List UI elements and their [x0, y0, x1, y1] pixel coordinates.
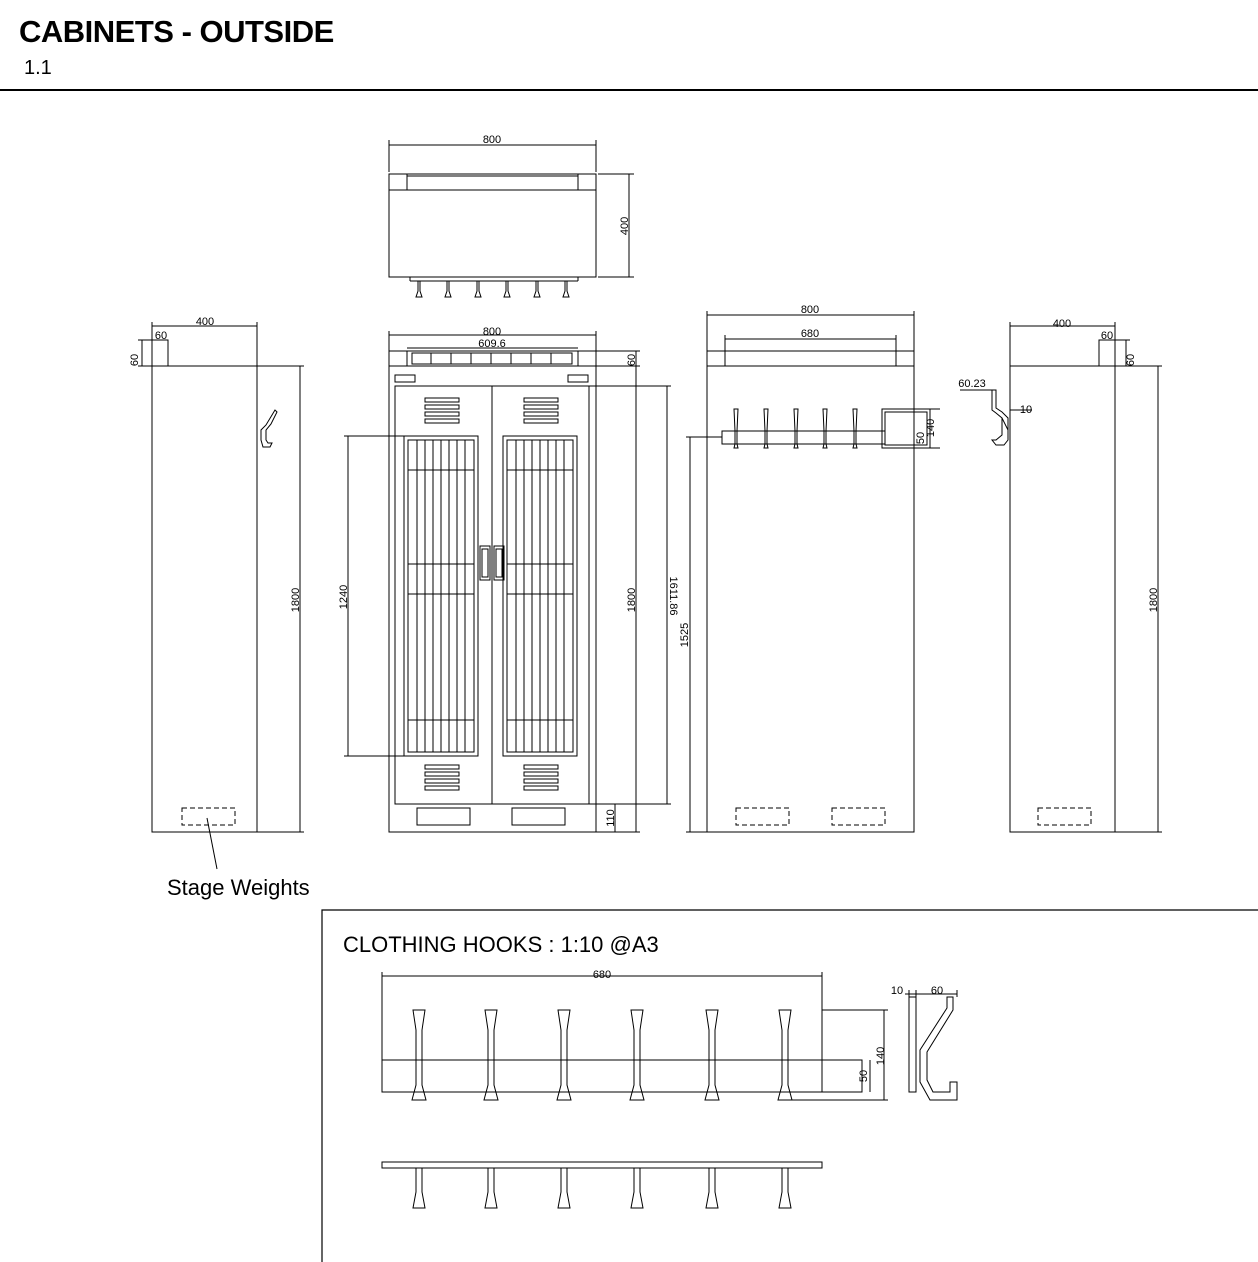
page-title: CABINETS - OUTSIDE — [19, 14, 334, 49]
top-view-hooks — [409, 277, 579, 298]
dim-top-width: 800 — [483, 134, 501, 146]
dim-detail-rail-length: 680 — [593, 969, 611, 981]
dim-top-depth: 400 — [619, 217, 631, 235]
dim-right-depth: 400 — [1053, 318, 1071, 330]
dim-back-width: 800 — [801, 304, 819, 316]
dim-left-height: 1800 — [290, 588, 302, 612]
stage-weights-label: Stage Weights — [167, 875, 310, 900]
dim-right-hook-thickness: 10 — [1020, 404, 1032, 416]
right-side-view — [960, 322, 1162, 833]
dim-front-rail: 609.6 — [478, 338, 506, 350]
dim-front-base: 110 — [605, 809, 617, 827]
dim-left-depth: 400 — [196, 316, 214, 328]
dim-right-hook-offset: 60.23 — [958, 378, 986, 390]
dim-front-door-height: 1611.86 — [667, 577, 679, 616]
detail-hooks-front — [411, 1009, 793, 1101]
back-hooks — [733, 408, 858, 449]
top-view — [388, 140, 634, 298]
dim-left-cap-height: 60 — [129, 354, 141, 366]
dim-detail-thickness: 10 — [891, 985, 903, 997]
dim-detail-rail-height: 50 — [858, 1070, 870, 1082]
dim-detail-hook-height: 140 — [875, 1047, 887, 1065]
dim-back-hook-total: 140 — [925, 419, 937, 437]
hooks-detail-box — [321, 909, 1258, 1262]
front-grille-right — [502, 435, 578, 757]
sheet-number: 1.1 — [24, 57, 52, 79]
front-vents — [424, 397, 559, 791]
dimension-labels: 800 400 400 60 60 1800 800 609.6 60 1240… — [129, 134, 1160, 1082]
back-view — [686, 311, 940, 833]
dim-left-cap-width: 60 — [155, 330, 167, 342]
dim-back-hook-height: 1525 — [679, 623, 691, 647]
front-view — [344, 331, 671, 833]
dim-right-height: 1800 — [1148, 588, 1160, 612]
dim-right-cap-height: 60 — [1125, 354, 1137, 366]
dim-front-height: 1800 — [626, 588, 638, 612]
detail-hooks-top — [412, 1167, 792, 1209]
left-side-view — [138, 322, 304, 870]
dim-detail-hook-depth: 60 — [931, 985, 943, 997]
detail-title: CLOTHING HOOKS : 1:10 @A3 — [343, 932, 659, 957]
dim-right-cap-width: 60 — [1101, 330, 1113, 342]
dim-front-top-gap: 60 — [626, 354, 638, 366]
dim-front-width: 800 — [483, 326, 501, 338]
front-grille-left — [403, 435, 479, 757]
dim-back-hook-depth: 50 — [915, 432, 927, 444]
dim-back-rail: 680 — [801, 328, 819, 340]
dim-front-grille-height: 1240 — [338, 585, 350, 609]
